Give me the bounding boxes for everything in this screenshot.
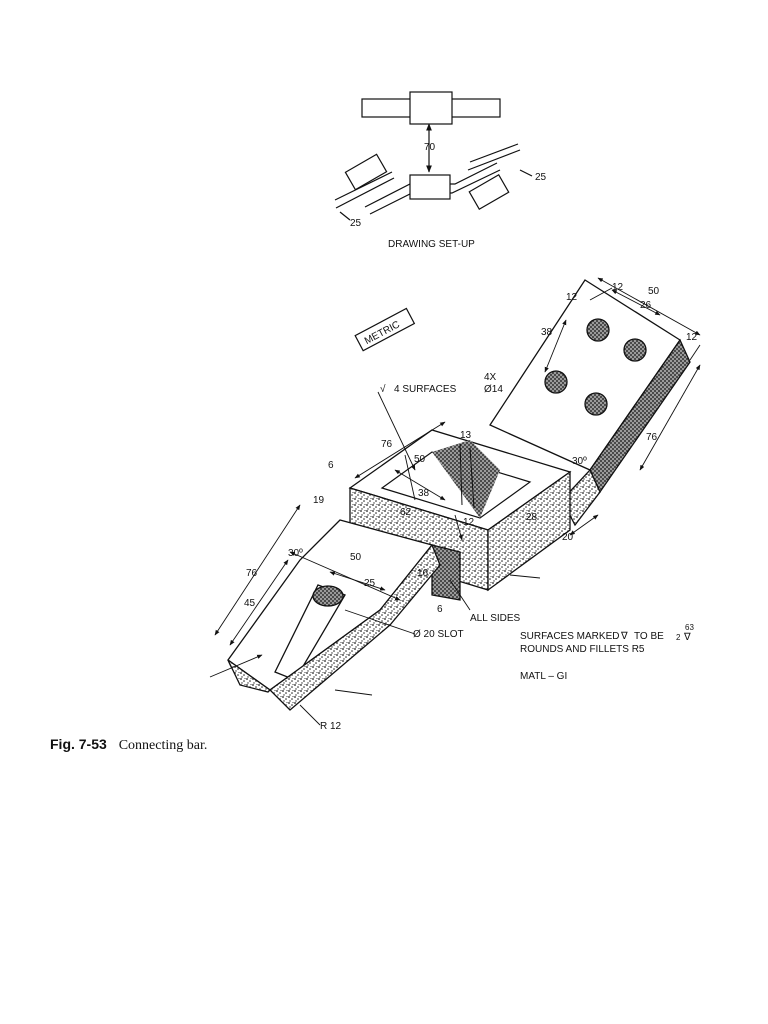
note-finish-symbol-icon: ∇ — [683, 632, 691, 643]
drawing-setup — [334, 91, 533, 221]
dim-30-left: 30º — [288, 548, 303, 559]
note-material: MATL – GI — [520, 671, 567, 682]
setup-right-block — [468, 174, 510, 210]
callout-all-sides: ALL SIDES — [470, 613, 521, 624]
dim-12-top-mid: 12 — [612, 282, 624, 293]
dim-50-window: 50 — [414, 454, 426, 465]
dim-19: 19 — [313, 495, 325, 506]
dim-12-right: 12 — [686, 332, 698, 343]
dim-6-bottom: 6 — [437, 604, 443, 615]
setup-title: DRAWING SET-UP — [388, 239, 475, 250]
box-window-inner-shadow — [432, 440, 500, 518]
box-bottom-strip — [431, 544, 461, 601]
hole-3 — [544, 370, 568, 394]
dim-76-top: 76 — [381, 439, 393, 450]
dim-76-left: 76 — [246, 568, 258, 579]
fork-slot-end — [312, 585, 344, 607]
note-surfaces-marked: SURFACES MARKED — [520, 631, 619, 642]
dim-20: 20 — [562, 532, 574, 543]
dim-62: 62 — [400, 507, 412, 518]
dim-45: 45 — [244, 598, 256, 609]
note-finish-63: 63 — [685, 623, 694, 632]
hole-4 — [584, 392, 608, 416]
callout-holes-count: 4X — [484, 372, 497, 383]
callout-4-surfaces: 4 SURFACES — [394, 384, 457, 395]
figure-title: Connecting bar. — [118, 738, 208, 753]
setup-dim-25-right: 25 — [535, 172, 547, 183]
dimension-lines — [209, 277, 701, 726]
dim-26: 26 — [640, 300, 652, 311]
setup-top-block — [409, 91, 453, 125]
callout-holes-diameter: Ø14 — [484, 384, 503, 395]
hole-1 — [586, 318, 610, 342]
dim-13: 13 — [460, 430, 472, 441]
dim-12-window: 12 — [463, 517, 475, 528]
setup-bottom-block — [409, 174, 451, 200]
dim-30-right: 30º — [572, 456, 587, 467]
dim-38-window: 38 — [418, 488, 430, 499]
fork-left-tine-side — [227, 659, 272, 693]
setup-dim-70: 70 — [424, 142, 436, 153]
dim-28: 28 — [526, 512, 538, 523]
note-to-be: TO BE — [634, 631, 664, 642]
dim-16: 16 — [417, 568, 429, 579]
dim-25-fork: 25 — [364, 578, 376, 589]
metric-stamp: METRIC — [354, 307, 416, 352]
callout-radius: R 12 — [320, 721, 342, 732]
setup-left-block — [344, 153, 388, 191]
dim-12-top-left: 12 — [566, 292, 578, 303]
callout-slot: Ø 20 SLOT — [413, 629, 464, 640]
figure-caption: Fig. 7-53 Connecting bar. — [50, 736, 650, 754]
fork-side-face — [269, 543, 441, 711]
callout-finish-symbol-4-surfaces: √ — [380, 383, 386, 395]
note-finish-check-icon: ∇ — [620, 631, 628, 642]
setup-dim-25-left: 25 — [350, 218, 362, 229]
note-finish-2: 2 — [676, 633, 681, 642]
dim-6-left: 6 — [328, 460, 334, 471]
hole-2 — [623, 338, 647, 362]
note-rounds-fillets: ROUNDS AND FILLETS R5 — [520, 644, 645, 655]
dim-50-top: 50 — [648, 286, 660, 297]
figure-number: Fig. 7-53 — [50, 736, 107, 752]
dim-50-fork: 50 — [350, 552, 362, 563]
dim-76-right: 76 — [646, 432, 658, 443]
dim-38-top: 38 — [541, 327, 553, 338]
